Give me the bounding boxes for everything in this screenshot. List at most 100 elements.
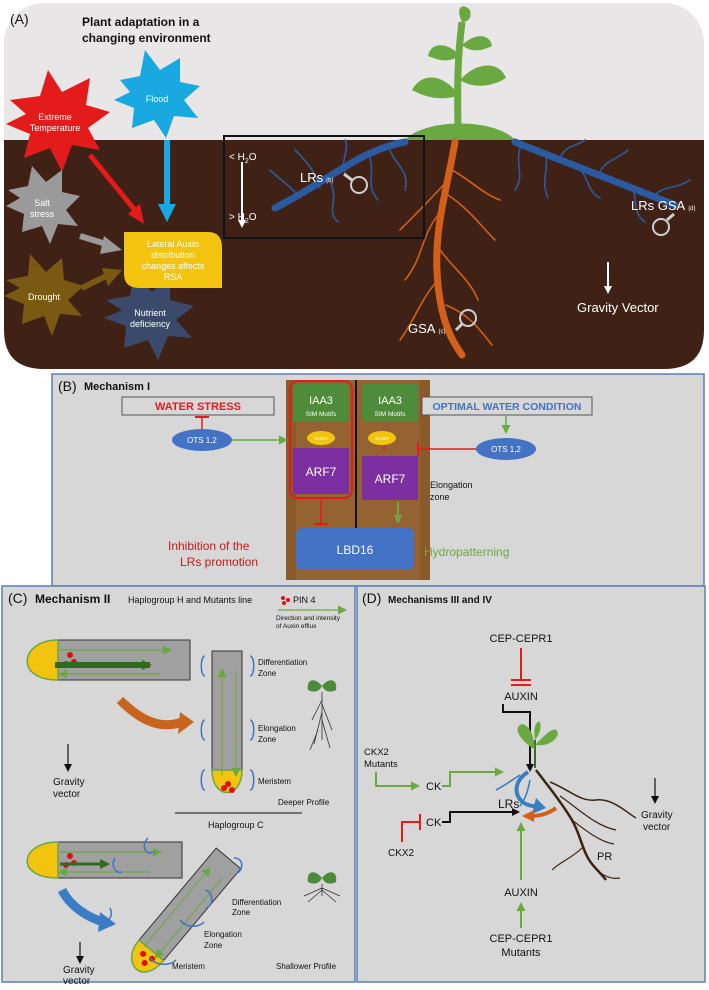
arf7-right-box xyxy=(362,456,418,500)
optimal-water-label: OPTIMAL WATER CONDITION xyxy=(433,401,582,413)
ckx2-mutants-line2: Mutants xyxy=(364,759,398,770)
magnifier-gsa-icon xyxy=(454,309,477,332)
panel-c: (C) Mechanism II Haplogroup H and Mutant… xyxy=(1,585,356,987)
panel-d: (D) Mechanisms III and IV CEP-CEPR1 AUXI… xyxy=(356,585,706,983)
cep-top-label: CEP-CEPR1 xyxy=(490,633,553,645)
cep-bottom-line2: Mutants xyxy=(501,947,541,959)
extreme-temperature-burst: Extreme Temperature xyxy=(6,70,110,172)
lbd16-label: LBD16 xyxy=(337,543,374,557)
ck-lower-arrow xyxy=(442,808,520,823)
panel-c-title: Mechanism II xyxy=(35,592,110,606)
sim-left-label: SIM Motifs xyxy=(306,411,337,418)
nutrient-deficiency-burst: Nutrient deficiency xyxy=(104,274,194,360)
shallow-root-plant-icon xyxy=(303,872,341,903)
arf7-right-label: ARF7 xyxy=(375,472,406,486)
drought-label: Drought xyxy=(28,292,61,302)
panel-a-title-line1: Plant adaptation in a xyxy=(82,15,200,29)
elongation-shallow-line2: Zone xyxy=(204,941,223,950)
inhibition-line2: LRs promotion xyxy=(180,555,258,569)
h2o-low-label: < H2O xyxy=(229,152,257,165)
ck-lower-label: CK xyxy=(426,817,442,829)
sumo-right xyxy=(368,431,396,445)
panel-c-label: (C) xyxy=(8,590,27,606)
differentiation-shallow-line1: Differentiation xyxy=(232,898,281,907)
auxin-box-line3: changes affects xyxy=(142,261,205,271)
deeper-profile-label: Deeper Profile xyxy=(278,798,330,807)
horizontal-root-shallow xyxy=(26,841,183,879)
direction-line2: of Auxin efflux xyxy=(276,623,317,630)
salt-arrow xyxy=(79,233,107,247)
panel-d-label: (D) xyxy=(362,590,381,606)
temp-arrow xyxy=(88,153,140,216)
ckx2-inhibit-line xyxy=(401,821,420,842)
sumo-left-label: SUMO xyxy=(314,436,328,441)
drought-arrow xyxy=(80,273,108,291)
gravity-d-line1: Gravity xyxy=(641,810,673,821)
panel-a-label: (A) xyxy=(10,11,29,27)
direction-line1: Direction and intensity xyxy=(276,615,341,622)
gravity-c2-line1: Gravity xyxy=(63,965,95,976)
vertical-root-deep xyxy=(211,650,243,794)
gravity-c1-line2: vector xyxy=(53,789,81,800)
panel-d-title: Mechanisms III and IV xyxy=(388,595,492,606)
elongation-deep-line2: Zone xyxy=(258,735,277,744)
sumo-left xyxy=(307,431,335,445)
iaa3-right-label: IAA3 xyxy=(378,395,402,407)
magnifier-lrs-gsa-icon xyxy=(652,212,675,236)
differentiation-shallow-line2: Zone xyxy=(232,908,251,917)
diagonal-root-shallow xyxy=(130,847,242,973)
ots-left-ellipse xyxy=(172,429,232,451)
pr-label: PR xyxy=(597,851,612,863)
repressor-complex-outline xyxy=(289,380,353,499)
magnifier-lrs-b-icon xyxy=(343,172,368,194)
gravity-vector-label-a: Gravity Vector xyxy=(577,300,659,315)
h2o-high-label: > H2O xyxy=(229,212,257,225)
flood-label: Flood xyxy=(146,94,169,104)
panel-a-title-line2: changing environment xyxy=(82,31,211,45)
arf7-left-label: ARF7 xyxy=(306,465,337,479)
lrs-b-label: LRs(b) xyxy=(300,170,333,185)
haplogroup-c-label: Haplogroup C xyxy=(208,820,264,830)
iaa3-left-box xyxy=(293,384,349,422)
elongation-deep-line1: Elongation xyxy=(258,724,296,733)
hydropatterning-label: Hydropatterning xyxy=(424,545,509,559)
auxin-box-line2: distribution xyxy=(151,250,195,260)
gravity-d-line2: vector xyxy=(643,822,671,833)
salt-line2: stress xyxy=(30,209,55,219)
ckx2-label: CKX2 xyxy=(388,848,415,859)
haplogroup-h-label: Haplogroup H and Mutants line xyxy=(128,595,252,605)
meristem-shallow-label: Meristem xyxy=(172,962,205,971)
elongation-line2: zone xyxy=(430,492,450,502)
hydropatterning-inset-frame xyxy=(223,135,425,239)
water-stress-box xyxy=(121,396,275,416)
differentiation-deep-line2: Zone xyxy=(258,669,277,678)
sumo-right-label: SUMO xyxy=(375,436,389,441)
lrs-gsa-label: LRs GSA(d) xyxy=(631,198,696,213)
panel-b: (B) Mechanism I WATER STRESS OPTIMAL WAT… xyxy=(51,373,705,587)
differentiation-deep-line1: Differentiation xyxy=(258,658,307,667)
drought-burst: Drought xyxy=(4,254,84,336)
salt-stress-burst: Salt stress xyxy=(6,166,80,244)
ckx2-mutants-arrow xyxy=(375,772,420,791)
nutrient-line1: Nutrient xyxy=(134,308,166,318)
sim-right-label: SIM Motifs xyxy=(375,411,406,418)
lrs-blue-curve xyxy=(514,770,539,809)
water-stress-label: WATER STRESS xyxy=(155,401,241,413)
elongation-line1: Elongation xyxy=(430,480,473,490)
pin4-label: PIN 4 xyxy=(293,595,316,605)
auxin-box-line4: RSA xyxy=(164,272,183,282)
salt-line1: Salt xyxy=(34,198,50,208)
shallower-profile-label: Shallower Profile xyxy=(276,962,337,971)
ots-right-ellipse xyxy=(476,438,536,460)
gsa-label: GSA(c) xyxy=(408,321,445,336)
panel-d-plant-icon xyxy=(495,721,637,881)
iaa3-right-box xyxy=(362,384,418,422)
cross-mark-icon: × xyxy=(381,443,387,454)
ckx2-mutants-line1: CKX2 xyxy=(364,747,389,758)
panel-b-label: (B) xyxy=(58,378,77,394)
horizontal-root-deep xyxy=(26,639,191,681)
meristem-deep-label: Meristem xyxy=(258,777,291,786)
nutrient-line2: deficiency xyxy=(130,319,171,329)
